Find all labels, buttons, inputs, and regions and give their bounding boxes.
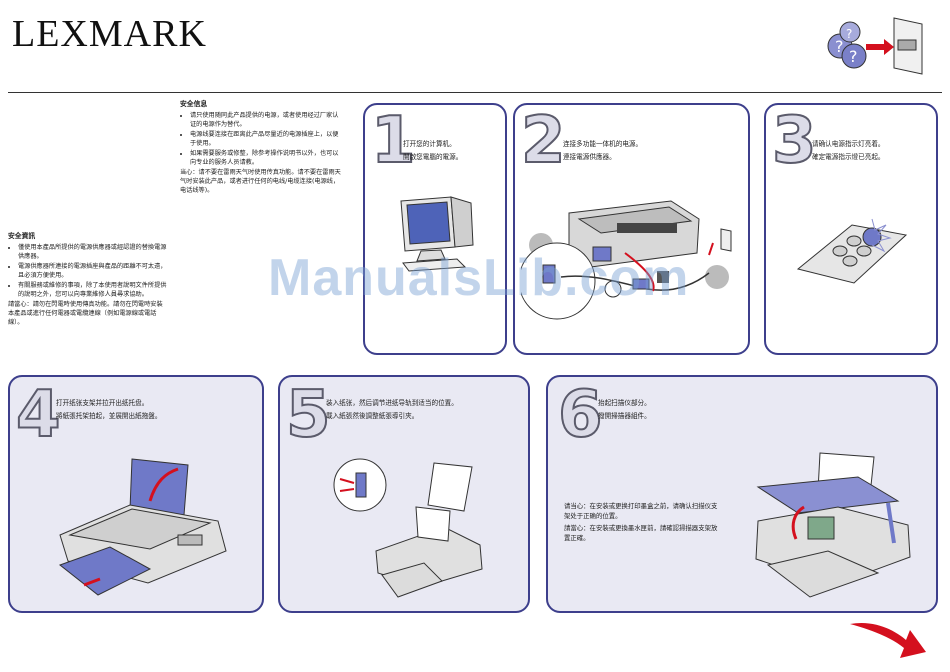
svg-text:?: ? (849, 47, 858, 66)
step-number: 1 (370, 104, 417, 178)
svg-text:?: ? (846, 27, 852, 41)
paper-load-illustration (333, 458, 483, 598)
step-number: 4 (15, 378, 62, 452)
step-3-panel: 3 请确认电源指示灯亮着。 確定電源指示燈已亮起。 (764, 103, 938, 355)
help-icon: ? ? ? (827, 17, 923, 75)
computer-illustration (400, 196, 474, 272)
step-5-panel: 5 装入纸张，然后调节进纸导轨到适当的位置。 載入紙張然後調整紙張導引夾。 (278, 375, 530, 613)
next-page-arrow-icon[interactable] (848, 618, 928, 662)
safety-info-traditional: 安全資訊 僅使用本產品所提供的電源供應器或經認證的替換電源供應器。 電源供應器所… (8, 232, 168, 327)
control-panel-illustration (796, 218, 908, 284)
step-caption: 打开您的计算机。 開啟您電腦的電源。 (403, 140, 463, 161)
power-connection-illustration (521, 200, 732, 320)
safety-caution: 当心：请不要在雷雨天气时使用传真功能。请不要在雷雨天气时安装此产品，或者进行任何… (180, 169, 341, 194)
step-caption: 装入纸张，然后调节进纸导轨到适当的位置。 載入紙張然後調整紙張導引夾。 (326, 399, 458, 420)
step-number: 6 (557, 378, 604, 452)
safety-item: 電源供應器所連接的電源插座與產品的距離不可太遠，且必須方便使用。 (18, 262, 168, 280)
scanner-lift-illustration (755, 452, 911, 598)
safety-item: 有關服務或維修的事項，除了本使用者說明文件所提供的說明之外，您可以向專業維修人員… (18, 281, 168, 299)
printer-tray-illustration (58, 458, 227, 596)
safety-item: 电源线要连接在距离此产品尽量近的电源插座上，以便于使用。 (190, 130, 343, 148)
safety-item: 如果需要服务或修整，除参考操作说明书以外，也可以向专业的服务人员请教。 (190, 149, 343, 167)
safety-info-simplified: 安全信息 请只使用随同此产品提供的电源，或者使用经过厂家认证的电源作为替代。 电… (180, 100, 343, 195)
brand-name: LEXMARK (12, 13, 207, 55)
safety-item: 请只使用随同此产品提供的电源，或者使用经过厂家认证的电源作为替代。 (190, 111, 343, 129)
step-1-panel: 1 打开您的计算机。 開啟您電腦的電源。 (363, 103, 507, 355)
svg-text:?: ? (835, 37, 844, 56)
step-4-panel: 4 打开纸张支架并拉开出纸托盘。 將紙張托架拍起，並展開出紙拖盤。 (8, 375, 264, 613)
watermark: ManualsLib.com (268, 249, 690, 307)
step-caption: 抬起扫描仪部分。 撥開掃描器組件。 (598, 399, 651, 420)
header-rule (8, 92, 942, 93)
step-caption: 打开纸张支架并拉开出纸托盘。 將紙張托架拍起，並展開出紙拖盤。 (56, 399, 162, 420)
safety-caution: 請當心：請勿在閃電時使用傳真功能。請勿在閃電時安裝本產品或進行任何電器或電纜連線… (8, 301, 163, 326)
step-6-panel: 6 抬起扫描仪部分。 撥開掃描器組件。 请当心：在安装或更换打印墨盒之前，请确认… (546, 375, 938, 613)
step-6-caution: 请当心：在安装或更换打印墨盒之前，请确认扫描仪支架处于正确的位置。 請當心：在安… (564, 502, 718, 542)
safety-title-traditional: 安全資訊 (8, 232, 36, 240)
lexmark-logo: LEXMARK (12, 12, 207, 56)
step-2-panel: 2 连接多功能一体机的电源。 連接電源供應器。 (513, 103, 750, 355)
step-number: 2 (520, 104, 567, 178)
step-caption: 请确认电源指示灯亮着。 確定電源指示燈已亮起。 (812, 140, 885, 161)
step-number: 3 (771, 104, 818, 178)
step-number: 5 (285, 378, 332, 452)
safety-item: 僅使用本產品所提供的電源供應器或經認證的替換電源供應器。 (18, 243, 168, 261)
safety-title-simplified: 安全信息 (180, 100, 208, 108)
step-caption: 连接多功能一体机的电源。 連接電源供應器。 (563, 140, 643, 161)
